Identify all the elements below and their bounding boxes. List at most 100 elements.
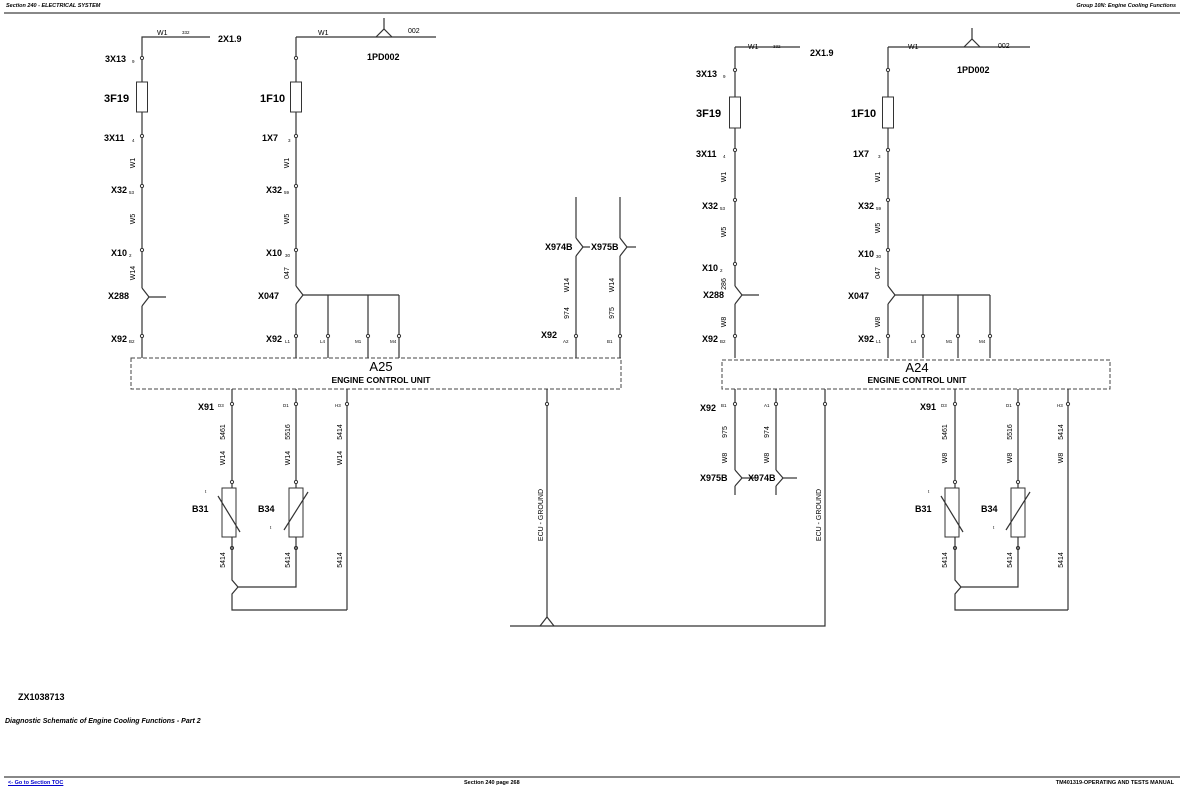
right-label-b34: B34 (981, 504, 998, 514)
right-label-x91: X91 (920, 402, 936, 412)
left-label-w14-c: W14 (564, 278, 571, 293)
left-label-p30: 30 (285, 253, 291, 258)
right-label-pl4: L4 (911, 339, 917, 344)
x288-splice (734, 285, 743, 305)
right-label-pd1: D1 (1006, 403, 1012, 408)
left-label-f1f10: 1F10 (260, 93, 285, 105)
left-label-t1: t (205, 489, 207, 494)
right-label-n002: 002 (998, 43, 1010, 50)
left-label-x32-b: X32 (266, 185, 282, 195)
left-label-w5-b: W5 (284, 214, 291, 225)
right-label-p53: 53 (720, 206, 726, 211)
left-label-pm4: M4 (390, 339, 397, 344)
right-label-x32-b: X32 (858, 201, 874, 211)
left-label-x2x19: 2X1.9 (218, 34, 242, 44)
right-label-n5414-d: 5414 (1058, 552, 1065, 568)
go-to-section-toc-link[interactable]: <- Go to Section TOC (8, 780, 64, 786)
header-section-title: Section 240 - ELECTRICAL SYSTEM (6, 3, 101, 9)
connector-pin (293, 247, 299, 253)
right-label-pd: 1PD002 (957, 65, 990, 75)
connector-pin (396, 333, 402, 339)
ecu-a25-box (130, 357, 622, 390)
right-label-x92-c: X92 (700, 403, 716, 413)
right-label-pb2: B2 (720, 339, 726, 344)
right-label-pa1: A1 (764, 403, 770, 408)
right-label-n5516: 5516 (1007, 424, 1014, 440)
connector-pin (139, 183, 145, 189)
connector-pin (293, 55, 299, 61)
x974b-splice (775, 469, 784, 487)
right-label-w8-g: W8 (1058, 453, 1065, 464)
left-label-ecu-name: ENGINE CONTROL UNIT (331, 375, 431, 385)
left-label-b31: B31 (192, 504, 209, 514)
connector-pin (952, 479, 958, 485)
left-label-pb1: B1 (607, 339, 613, 344)
ecu-a24-box (721, 359, 1111, 390)
thermistor-sensor-icon (1010, 487, 1026, 538)
connector-pin (885, 333, 891, 339)
right-label-x974b: X974B (748, 473, 776, 483)
thermistor-slash (1005, 491, 1031, 531)
left-label-c3x11: 3X11 (104, 133, 125, 143)
right-label-w8-d: W8 (764, 453, 771, 464)
x975b-splice (619, 237, 628, 257)
fuse-icon (290, 81, 302, 113)
right-label-c3x13: 3X13 (696, 69, 717, 79)
left-label-p3: 3 (288, 138, 291, 143)
right-label-pd3: D3 (941, 403, 947, 408)
left-label-n5414-c: 5414 (285, 552, 292, 568)
right-label-f3f19: 3F19 (696, 108, 721, 120)
left-label-p9: 9 (132, 59, 135, 64)
wire (231, 586, 347, 611)
ecu-ground-splice (539, 616, 555, 627)
connector-pin (952, 401, 958, 407)
connector-pin (139, 333, 145, 339)
right-label-n332: 332 (773, 44, 781, 49)
figure-id: ZX1038713 (18, 692, 65, 702)
right-label-t1: t (928, 489, 930, 494)
left-label-pm1: M1 (355, 339, 362, 344)
thermistor-sensor-icon (944, 487, 960, 538)
connector-pin (293, 479, 299, 485)
x047-splice (295, 285, 304, 305)
left-label-w14-d: W14 (609, 278, 616, 293)
right-label-b31: B31 (915, 504, 932, 514)
left-label-p4: 4 (132, 138, 135, 143)
right-label-gnd: ECU - GROUND (816, 489, 823, 541)
left-label-pl1: L1 (285, 339, 291, 344)
left-label-pb2: B2 (129, 339, 135, 344)
fuse-icon (882, 96, 894, 129)
right-label-p59: 59 (876, 206, 882, 211)
right-label-w8-a: W8 (721, 317, 728, 328)
left-label-ecu-id: A25 (369, 359, 392, 374)
left-label-x92-a: X92 (111, 334, 127, 344)
x047-splice (887, 285, 896, 305)
connector-pin (885, 197, 891, 203)
left-label-w14-f: W14 (285, 451, 292, 466)
thermistor-sensor-icon (221, 487, 237, 538)
connector-pin (617, 333, 623, 339)
left-label-pl4: L4 (320, 339, 326, 344)
right-label-pm4: M4 (979, 339, 986, 344)
wire (510, 389, 826, 627)
connector-pin (987, 333, 993, 339)
right-label-w1-a: W1 (748, 44, 759, 51)
right-label-n975: 975 (722, 426, 729, 438)
connector-pin (365, 333, 371, 339)
x975b-splice (734, 469, 743, 487)
right-label-x92-b: X92 (858, 334, 874, 344)
left-label-n5516: 5516 (285, 424, 292, 440)
right-label-n047: 047 (875, 267, 882, 279)
connector-pin (732, 333, 738, 339)
left-label-n975: 975 (609, 307, 616, 319)
connector-pin (229, 479, 235, 485)
left-label-p53: 53 (129, 190, 135, 195)
footer-divider (4, 776, 1180, 778)
right-label-n5461: 5461 (942, 424, 949, 440)
left-label-x10-a: X10 (111, 248, 127, 258)
right-label-x92-a: X92 (702, 334, 718, 344)
right-label-w5-a: W5 (721, 227, 728, 238)
right-label-n5414-a: 5414 (1058, 424, 1065, 440)
left-label-x91: X91 (198, 402, 214, 412)
wire (954, 586, 1068, 611)
